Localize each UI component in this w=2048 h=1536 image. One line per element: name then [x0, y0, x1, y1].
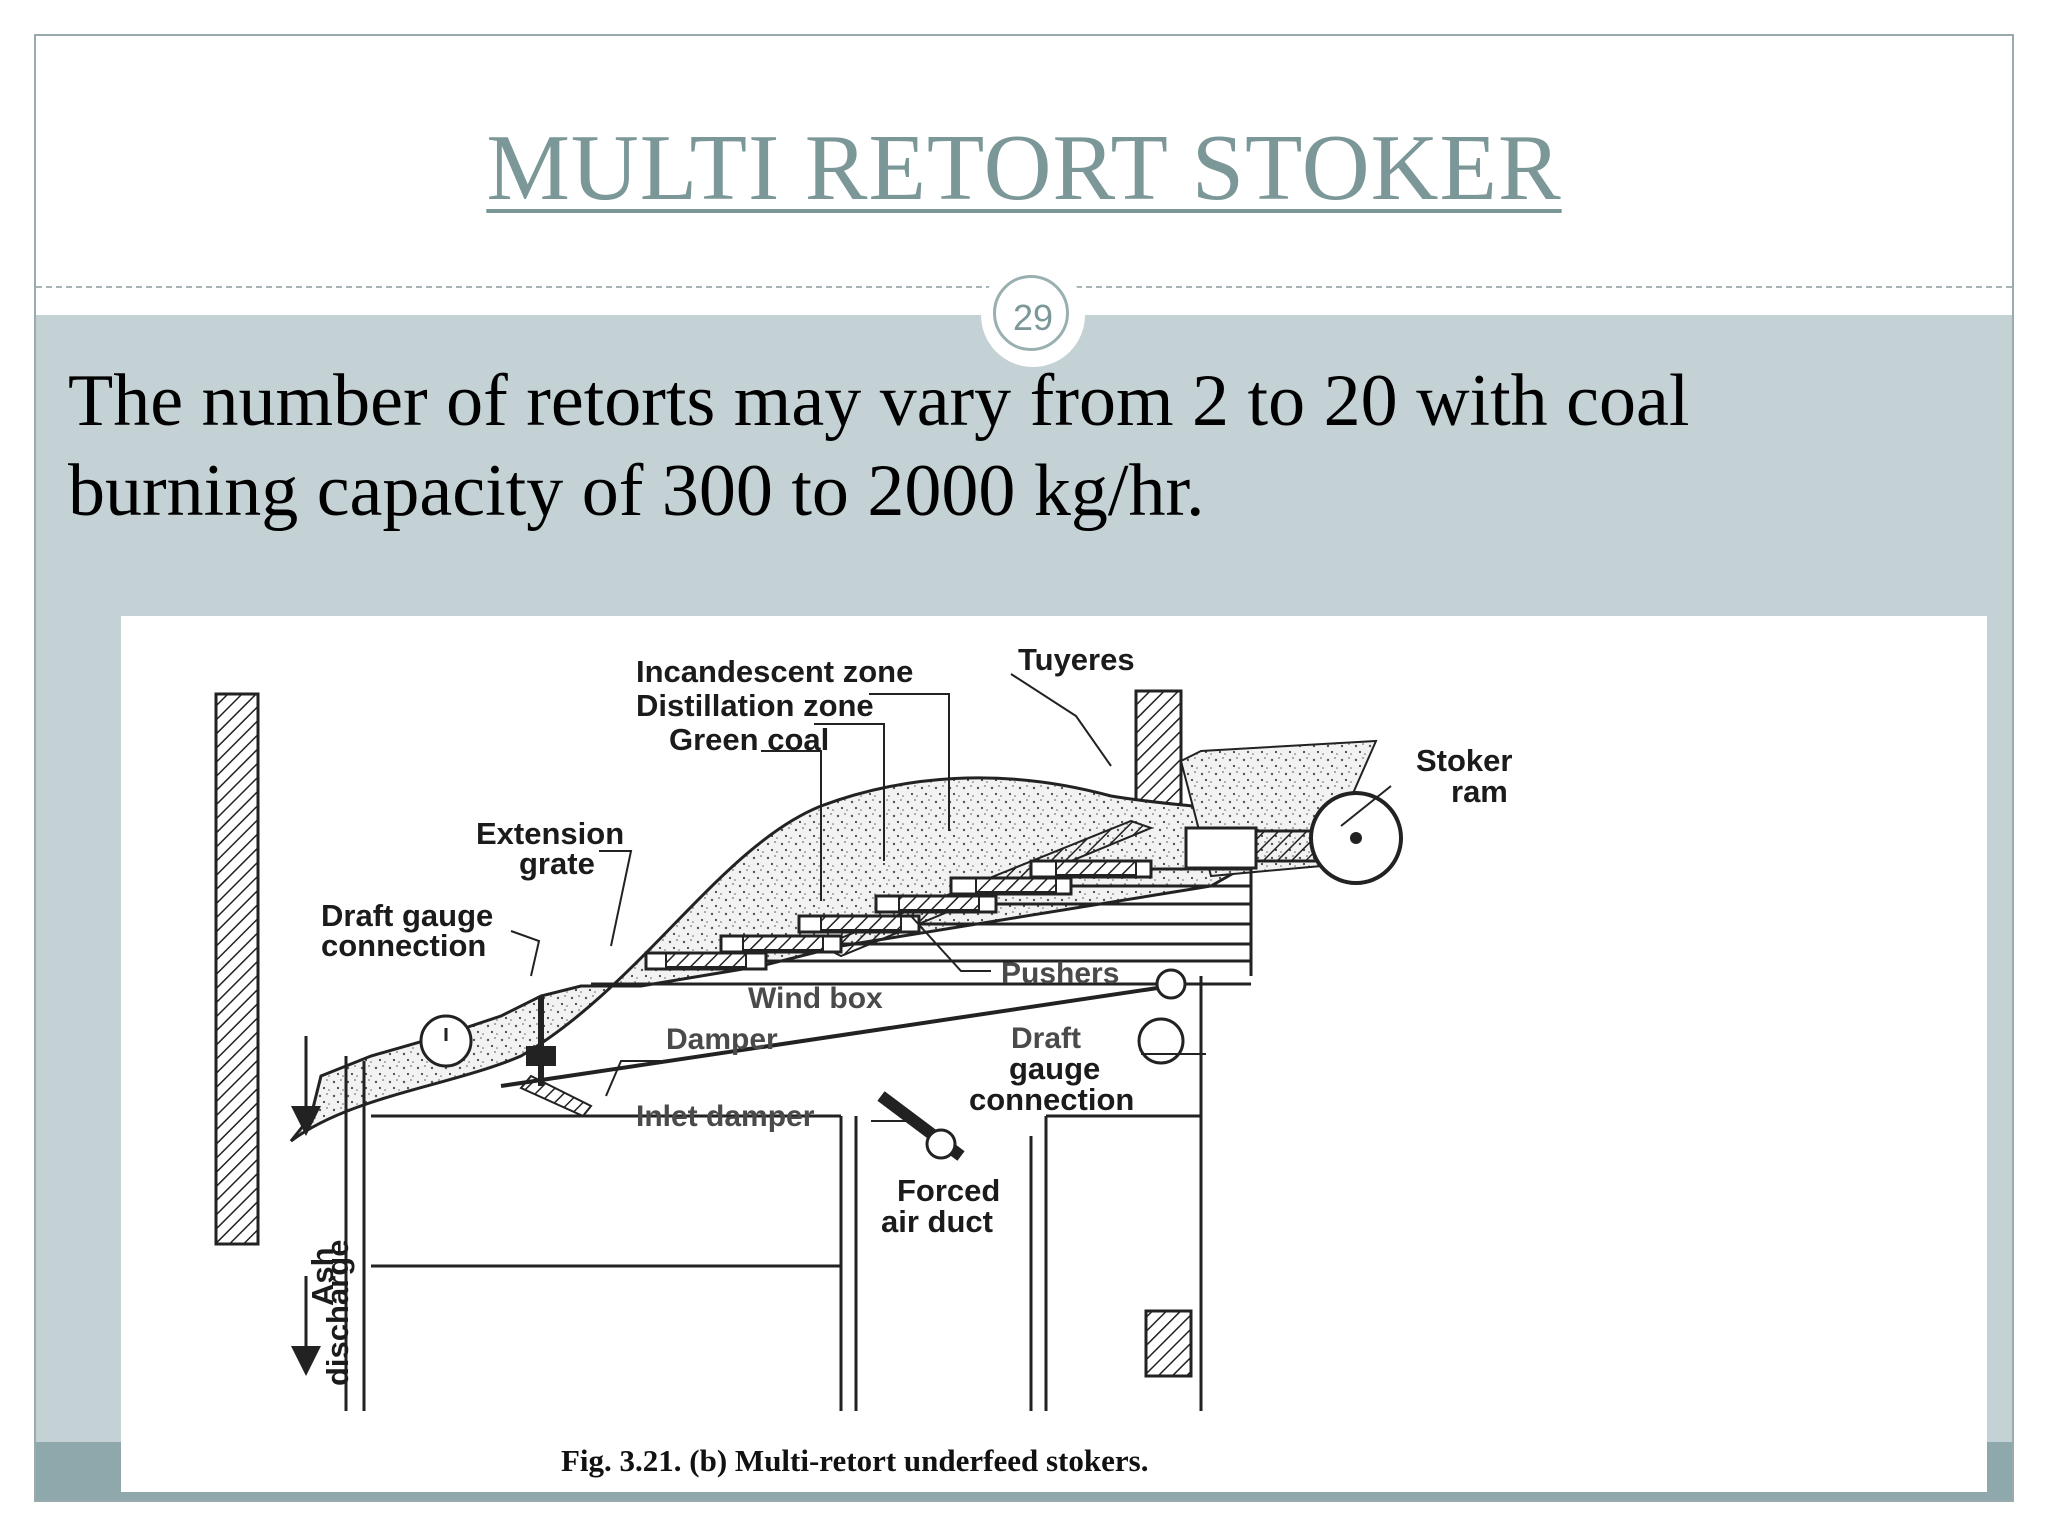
pusher-rods — [766, 846, 1253, 976]
label-discharge: discharge — [320, 1240, 355, 1386]
ram-wheel-hub — [1350, 832, 1362, 844]
label-damper: Damper — [666, 1023, 778, 1056]
label-extension: Extension — [476, 816, 624, 851]
label-grate: grate — [519, 846, 595, 881]
damper-blade — [519, 1074, 593, 1118]
leader-lines — [510, 673, 1392, 1122]
damper-valve — [526, 1046, 556, 1066]
stoker-diagram-svg: Incandescent zone Distillation zone Gree… — [214, 642, 1512, 1478]
label-draft-gauge: Draft gauge — [321, 898, 493, 933]
label-ash: Ash — [305, 1247, 340, 1306]
lower-structure — [344, 976, 1203, 1411]
slide-text: The number of retorts may vary from 2 to… — [68, 356, 1968, 536]
slide-text-line-2: burning capacity of 300 to 2000 kg/hr. — [68, 450, 1205, 532]
label-pushers: Pushers — [1001, 957, 1119, 990]
label-distillation-zone: Distillation zone — [636, 688, 874, 723]
label-wind-box: Wind box — [748, 982, 883, 1015]
label-connection-right: connection — [969, 1082, 1134, 1117]
label-stoker: Stoker — [1416, 743, 1512, 778]
label-connection-left: connection — [321, 928, 486, 963]
label-incandescent-zone: Incandescent zone — [636, 654, 913, 689]
figure-caption: Fig. 3.21. (b) Multi-retort underfeed st… — [561, 1443, 1148, 1478]
label-inlet-damper: Inlet damper — [636, 1100, 815, 1133]
slide-number: 29 — [1012, 297, 1054, 338]
slide-number-badge: 29 — [981, 263, 1085, 367]
label-green-coal: Green coal — [669, 722, 829, 757]
ram-frame — [1184, 826, 1258, 870]
slide: MULTI RETORT STOKER 29 The number of ret… — [34, 34, 2014, 1502]
slide-number-ring — [993, 275, 1069, 351]
label-tuyeres: Tuyeres — [1018, 642, 1135, 677]
label-draft: Draft — [1011, 1022, 1081, 1055]
label-air-duct: air duct — [881, 1204, 993, 1239]
left-wall — [214, 692, 260, 1246]
stoker-diagram: Incandescent zone Distillation zone Gree… — [121, 616, 1987, 1492]
right-wall-lower — [1144, 1309, 1193, 1378]
label-gauge: gauge — [1009, 1051, 1100, 1086]
slide-title: MULTI RETORT STOKER — [486, 116, 1562, 220]
label-ram: ram — [1451, 774, 1508, 809]
draft-gauge-right — [1137, 1017, 1185, 1065]
slide-text-line-1: The number of retorts may vary from 2 to… — [68, 360, 1690, 442]
label-forced: Forced — [897, 1173, 1000, 1208]
retort-hatches — [665, 860, 1137, 968]
damper-link — [500, 984, 1172, 1088]
damper-pulley — [1155, 968, 1187, 1000]
